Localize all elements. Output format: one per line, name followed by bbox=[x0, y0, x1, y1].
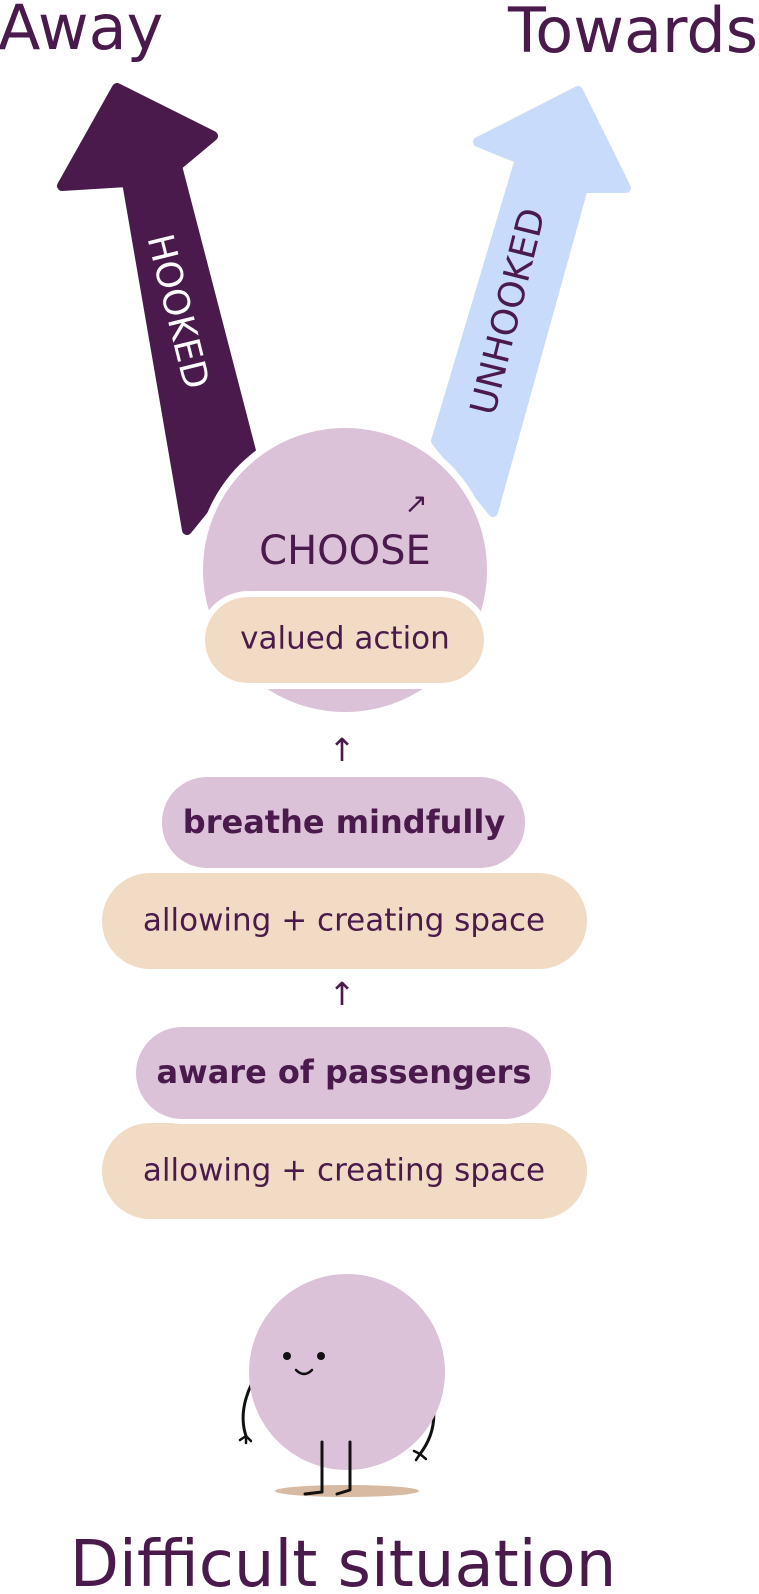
character-right-hand bbox=[412, 1449, 428, 1462]
up-arrow-icon-1: ↑ bbox=[329, 731, 356, 769]
difficult-situation-heading: Difficult situation bbox=[70, 1528, 617, 1594]
smiling-circle-character-icon bbox=[238, 1274, 445, 1497]
valued-action-label: valued action bbox=[240, 621, 450, 657]
allowing-pill-1: allowing + creating space bbox=[102, 873, 587, 969]
character-mouth bbox=[294, 1368, 314, 1376]
breathe-label: breathe mindfully bbox=[183, 803, 506, 841]
valued-action-pill: valued action bbox=[199, 591, 490, 689]
choose-label: CHOOSE bbox=[259, 528, 431, 574]
aware-label: aware of passengers bbox=[157, 1053, 532, 1091]
aware-pill: aware of passengers bbox=[131, 1022, 556, 1124]
hooked-arrow: HOOKED bbox=[57, 83, 256, 535]
away-heading: Away bbox=[0, 0, 163, 64]
hooked-arrow-shape bbox=[57, 83, 256, 535]
allowing-pill-2-shape bbox=[102, 1123, 587, 1219]
character-left-hand bbox=[238, 1434, 253, 1445]
character-right-eye bbox=[317, 1352, 325, 1360]
valued-action-pill-shape bbox=[205, 597, 484, 683]
character-body bbox=[249, 1274, 445, 1470]
allowing-pill-2: allowing + creating space bbox=[102, 1123, 587, 1219]
character-left-arm bbox=[241, 1381, 254, 1438]
allowing-label-1: allowing + creating space bbox=[143, 903, 545, 939]
breathe-pill: breathe mindfully bbox=[157, 772, 530, 873]
character-right-leg bbox=[335, 1440, 352, 1496]
towards-heading: Towards bbox=[507, 0, 758, 67]
unhooked-arrow: UNHOOKED bbox=[431, 86, 631, 517]
breathe-pill-shape bbox=[162, 777, 525, 868]
character-left-eye bbox=[283, 1352, 291, 1360]
unhooked-arrow-shape bbox=[431, 86, 631, 517]
character-left-leg bbox=[303, 1440, 324, 1496]
up-arrow-icon-2: ↑ bbox=[329, 975, 356, 1013]
allowing-pill-1-shape bbox=[102, 873, 587, 969]
aware-pill-shape bbox=[136, 1027, 551, 1119]
allowing-label-2: allowing + creating space bbox=[143, 1153, 545, 1189]
choose-arrow-icon: ↗ bbox=[404, 487, 427, 520]
